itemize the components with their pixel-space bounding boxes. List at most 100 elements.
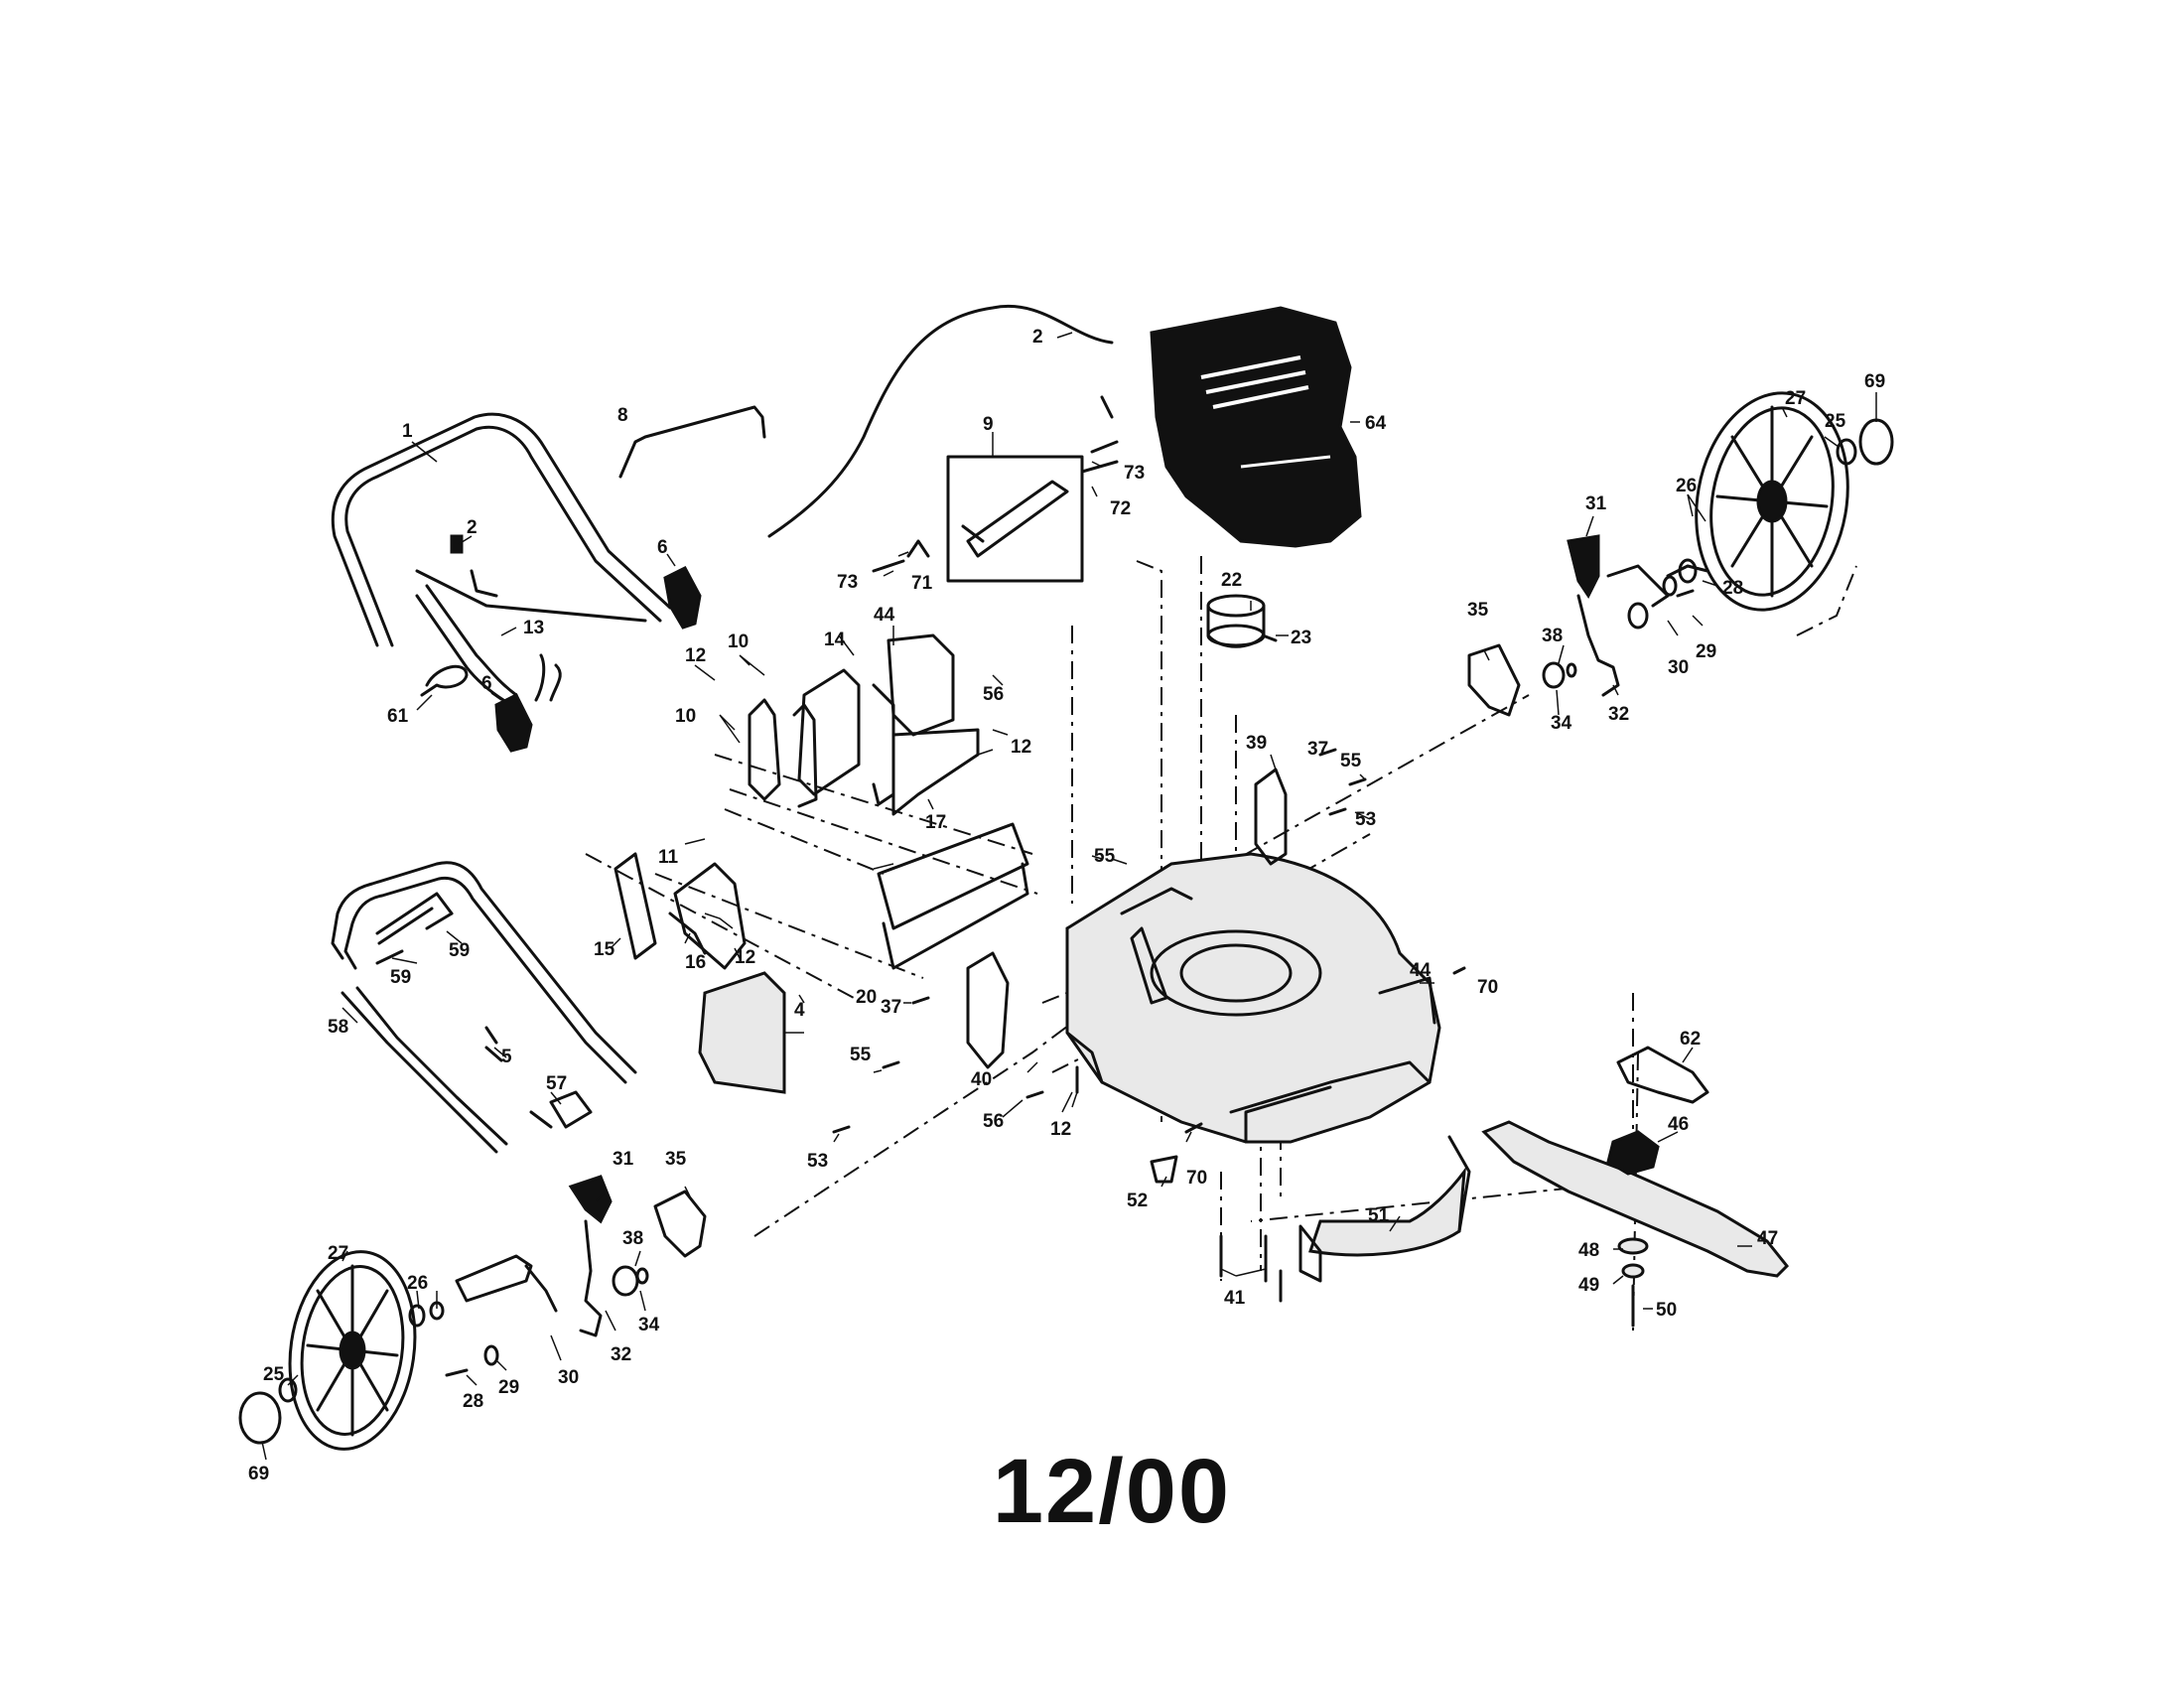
handle-hardware (375, 912, 593, 1129)
callout-30-right: 30 (1668, 657, 1689, 678)
callout-70-deck: 70 (1477, 977, 1498, 998)
callout-56-left: 56 (983, 1111, 1004, 1132)
bail-clip (450, 534, 464, 554)
callout-44-deck: 44 (1410, 960, 1432, 981)
control-mechanism (946, 455, 1084, 583)
callout-29-left: 29 (498, 1377, 519, 1398)
callout-34-right: 34 (1551, 713, 1572, 734)
callout-38-left: 38 (622, 1228, 643, 1249)
upper-handle (331, 412, 672, 707)
callout-6-lower: 6 (481, 673, 492, 694)
callout-30-left: 30 (558, 1367, 579, 1388)
callout-55-left: 55 (850, 1045, 872, 1065)
callout-50: 50 (1656, 1300, 1677, 1321)
callout-44-bracket: 44 (874, 605, 895, 626)
bracket-plate (1616, 1046, 1709, 1104)
callout-9: 9 (983, 414, 994, 435)
callout-41: 41 (1224, 1288, 1246, 1309)
callout-2-cable: 2 (1032, 327, 1043, 348)
rope-guide (420, 664, 469, 697)
callout-11: 11 (658, 847, 679, 868)
callout-1: 1 (402, 421, 413, 442)
callout-70-front: 70 (1186, 1168, 1207, 1189)
callout-35-right: 35 (1467, 600, 1489, 621)
callout-47: 47 (1757, 1228, 1778, 1249)
callout-13: 13 (523, 618, 544, 638)
callout-2-handle: 2 (467, 517, 478, 538)
callout-58: 58 (328, 1017, 348, 1038)
bail-control (415, 569, 647, 623)
callout-35-left: 35 (665, 1149, 687, 1170)
callout-52: 52 (1127, 1191, 1148, 1211)
callout-8: 8 (617, 405, 628, 426)
callout-73-right: 73 (1124, 463, 1145, 484)
callout-22: 22 (1221, 570, 1242, 591)
callout-25-right: 25 (1825, 411, 1846, 432)
callout-56-bracket: 56 (983, 684, 1004, 705)
callout-59-right: 59 (449, 940, 470, 961)
leader-lines (261, 332, 1877, 1461)
callout-17: 17 (925, 812, 946, 833)
callout-69-right: 69 (1864, 371, 1885, 392)
callout-31-right: 31 (1585, 493, 1607, 514)
callout-6-upper: 6 (657, 537, 668, 558)
callout-12-c: 12 (735, 947, 755, 968)
callout-53-right: 53 (1355, 809, 1376, 830)
callout-59-left: 59 (390, 967, 411, 988)
cable-hardware (872, 395, 1119, 573)
left-height-adjuster (832, 951, 1079, 1134)
wire-link (618, 405, 766, 479)
callout-28-right: 28 (1722, 578, 1743, 599)
callout-25-left: 25 (263, 1364, 285, 1385)
callout-39: 39 (1246, 733, 1267, 754)
callout-69-left: 69 (248, 1464, 269, 1484)
callout-32-left: 32 (611, 1344, 631, 1365)
callout-37-right: 37 (1307, 739, 1328, 760)
callout-72: 72 (1110, 498, 1131, 519)
mower-blade (1481, 1120, 1790, 1278)
handle-knob-upper (663, 566, 702, 630)
callout-34-left: 34 (638, 1315, 660, 1335)
engine (1150, 306, 1362, 548)
callout-10-side: 10 (675, 706, 696, 727)
mower-deck (1065, 852, 1441, 1144)
callout-49: 49 (1578, 1275, 1599, 1296)
callout-16: 16 (685, 952, 706, 973)
callout-28-left: 28 (463, 1391, 483, 1412)
lower-handle (331, 861, 637, 1154)
left-wheel-assembly (238, 1175, 707, 1451)
callout-20: 20 (856, 987, 877, 1008)
callout-14: 14 (824, 630, 846, 650)
callout-64: 64 (1365, 413, 1387, 434)
callout-57: 57 (546, 1073, 567, 1094)
callout-26-left: 26 (407, 1273, 428, 1294)
callout-27-left: 27 (328, 1243, 348, 1264)
callout-31-left: 31 (613, 1149, 634, 1170)
callout-numbers: 1 2 2 4 5 6 6 8 9 10 10 11 12 12 12 12 1… (248, 327, 1885, 1484)
callout-12-b: 12 (1011, 737, 1031, 758)
callout-61: 61 (387, 706, 409, 727)
callout-48: 48 (1578, 1240, 1599, 1261)
revision-date: 12/00 (992, 1441, 1232, 1542)
callout-46: 46 (1668, 1114, 1689, 1135)
callout-15: 15 (594, 939, 615, 960)
callout-51: 51 (1368, 1205, 1390, 1226)
callout-27-right: 27 (1785, 388, 1806, 409)
callout-71: 71 (911, 573, 933, 594)
callout-4: 4 (794, 1000, 805, 1021)
callout-26-right: 26 (1676, 476, 1697, 496)
callout-38-right: 38 (1542, 626, 1563, 646)
right-height-adjuster (1254, 643, 1521, 866)
callout-5: 5 (501, 1047, 512, 1067)
callout-40: 40 (971, 1069, 992, 1090)
callout-55-center: 55 (1094, 846, 1116, 867)
callout-73-left: 73 (837, 572, 858, 593)
engine-pulley (1206, 594, 1278, 648)
handle-knob-lower (494, 692, 533, 753)
throttle-cable (767, 304, 1114, 538)
callout-53-left: 53 (807, 1151, 828, 1172)
handle-brackets (614, 633, 1029, 970)
callout-12-d: 12 (1050, 1119, 1071, 1140)
callout-10-top: 10 (728, 632, 749, 652)
